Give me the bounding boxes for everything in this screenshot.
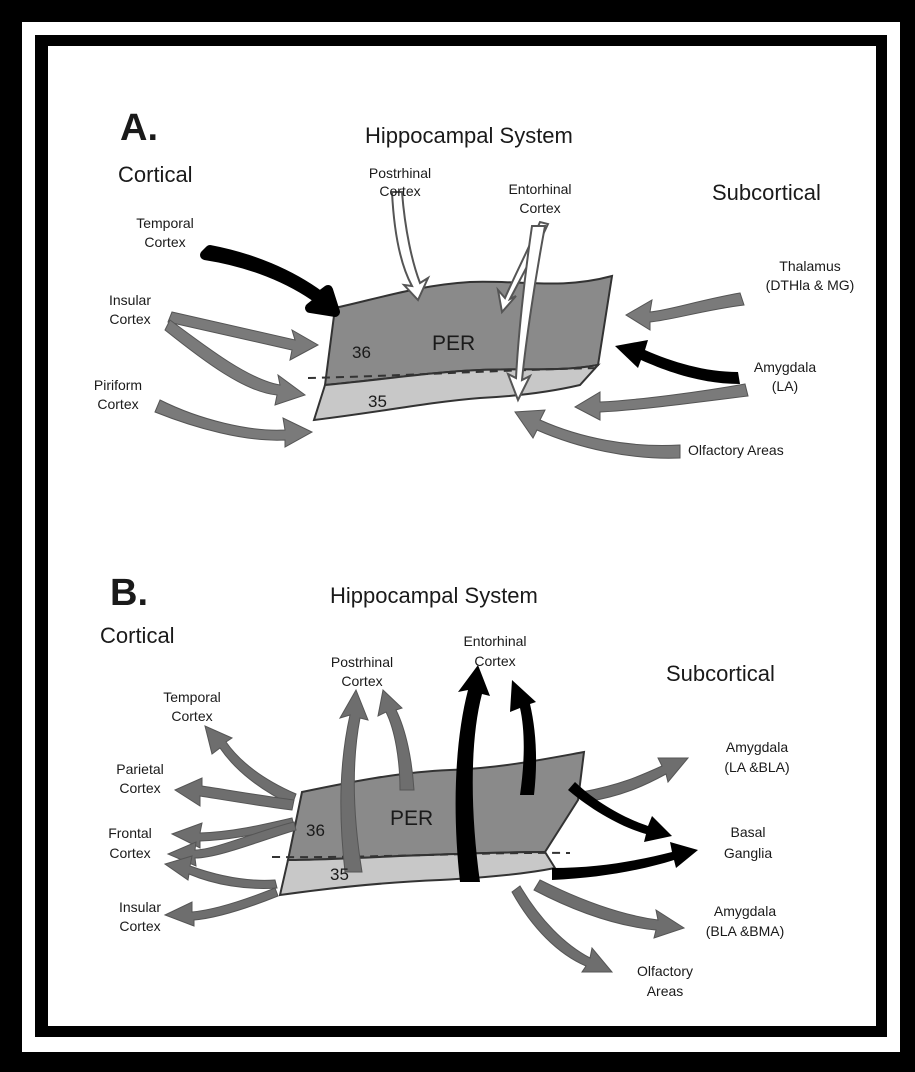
panel-a-piriform-line2: Cortex bbox=[97, 396, 138, 412]
panel-b-insular-line2: Cortex bbox=[119, 918, 160, 934]
panel-a-insular-line1: Insular bbox=[109, 292, 151, 308]
panel-a-thalamus-line1: Thalamus bbox=[779, 258, 840, 274]
panel-b-postrhinal-line1: Postrhinal bbox=[331, 654, 393, 670]
panel-b-amygdala-la-bla-line2: (LA &BLA) bbox=[724, 759, 789, 775]
panel-a-heading-subcortical: Subcortical bbox=[712, 180, 821, 205]
panel-b-heading-cortical: Cortical bbox=[100, 623, 175, 648]
panel-b-area35-label: 35 bbox=[330, 865, 349, 884]
panel-a-area36-label: 36 bbox=[352, 343, 371, 362]
panel-b-amygdala-bla-bma-line1: Amygdala bbox=[714, 903, 776, 919]
panel-a-postrhinal-line1: Postrhinal bbox=[369, 165, 431, 181]
panel-b-heading-subcortical: Subcortical bbox=[666, 661, 775, 686]
panel-b-parietal-line1: Parietal bbox=[116, 761, 163, 777]
panel-a-heading-hippocampal: Hippocampal System bbox=[365, 123, 573, 148]
panel-a-amygdala-line1: Amygdala bbox=[754, 359, 816, 375]
panel-a-entorhinal-line1: Entorhinal bbox=[508, 181, 571, 197]
panel-a-letter: A. bbox=[120, 107, 158, 149]
panel-a-area35-label: 35 bbox=[368, 392, 387, 411]
panel-a-temporal-line1: Temporal bbox=[136, 215, 194, 231]
panel-a-amygdala-line2: (LA) bbox=[772, 378, 798, 394]
panel-b-amygdala-la-bla-line1: Amygdala bbox=[726, 739, 788, 755]
panel-a-entorhinal-line2: Cortex bbox=[519, 200, 560, 216]
panel-b-per-label: PER bbox=[390, 807, 433, 830]
panel-a-thalamus-line2: (DTHla & MG) bbox=[766, 277, 855, 293]
panel-a-insular-line2: Cortex bbox=[109, 311, 150, 327]
panel-b-temporal-line1: Temporal bbox=[163, 689, 221, 705]
panel-b-entorhinal-line2: Cortex bbox=[474, 653, 515, 669]
panel-b-postrhinal-line2: Cortex bbox=[341, 673, 382, 689]
panel-b-area36-label: 36 bbox=[306, 821, 325, 840]
panel-b-insular-line1: Insular bbox=[119, 899, 161, 915]
panel-b-olfactory-line1: Olfactory bbox=[637, 963, 693, 979]
panel-a-postrhinal-line2: Cortex bbox=[379, 183, 420, 199]
panel-b-parietal-line2: Cortex bbox=[119, 780, 160, 796]
panel-b-frontal-line2: Cortex bbox=[109, 845, 150, 861]
panel-a-heading-cortical: Cortical bbox=[118, 162, 193, 187]
panel-b-basal-ganglia-line2: Ganglia bbox=[724, 845, 772, 861]
panel-a-temporal-line2: Cortex bbox=[144, 234, 185, 250]
panel-b-frontal-line1: Frontal bbox=[108, 825, 152, 841]
panel-a-olfactory-label: Olfactory Areas bbox=[688, 442, 784, 458]
panel-b-temporal-line2: Cortex bbox=[171, 708, 212, 724]
panel-b-olfactory-line2: Areas bbox=[647, 983, 684, 999]
panel-b-letter: B. bbox=[110, 572, 148, 614]
panel-b-basal-ganglia-line1: Basal bbox=[730, 824, 765, 840]
panel-a-piriform-line1: Piriform bbox=[94, 377, 142, 393]
panel-b-entorhinal-line1: Entorhinal bbox=[463, 633, 526, 649]
panel-b-heading-hippocampal: Hippocampal System bbox=[330, 583, 538, 608]
panel-b-amygdala-bla-bma-line2: (BLA &BMA) bbox=[706, 923, 785, 939]
panel-a-per-label: PER bbox=[432, 332, 475, 355]
